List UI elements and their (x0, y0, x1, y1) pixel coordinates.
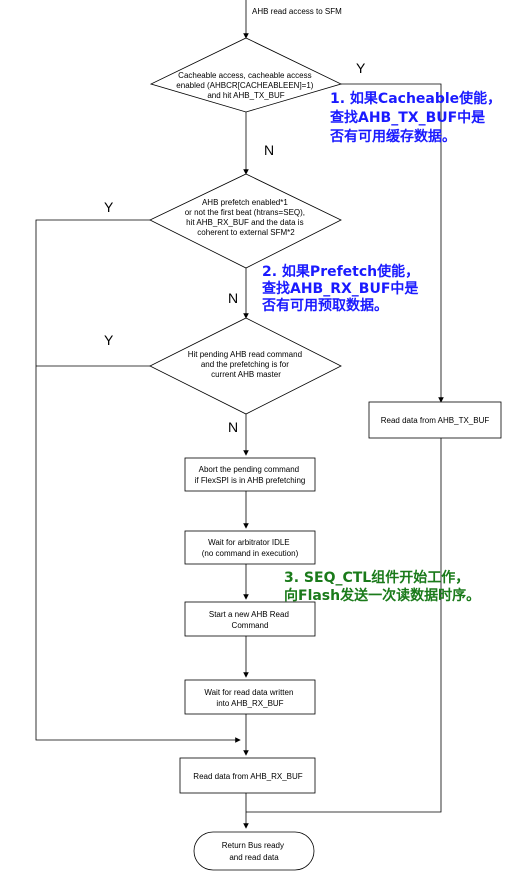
decision-prefetch-text: AHB prefetch enabled*1 or not the first … (185, 198, 308, 237)
decision-cacheable-shape (149, 37, 343, 113)
decision-pending-text: Hit pending AHB read command and the pre… (188, 350, 305, 379)
process-read-rxbuf: Read data from AHB_RX_BUF (179, 757, 316, 794)
decision-pending-yes-label: Y (104, 332, 114, 348)
process-read-rxbuf-text: Read data from AHB_RX_BUF (193, 772, 302, 781)
process-wait-data: Wait for read data written into AHB_RX_B… (184, 679, 316, 715)
note-cacheable: 1. 如果Cacheable使能， 查找AHB_TX_BUF中是 否有可用缓存数… (329, 90, 506, 145)
process-start-read: Start a new AHB Read Command (184, 601, 316, 637)
process-read-txbuf: Read data from AHB_TX_BUF (368, 401, 502, 439)
process-start-read-text: Start a new AHB Read Command (209, 610, 291, 630)
start-label: AHB read access to SFM (252, 7, 342, 16)
connectors (35, 0, 444, 829)
decision-cacheable-text: Cacheable access, cacheable access enabl… (176, 71, 315, 100)
process-read-rxbuf-box (179, 757, 316, 794)
decision-prefetch-no-label: N (228, 290, 238, 306)
process-wait-idle-text: Wait for arbitrator IDLE (no command in … (202, 538, 299, 558)
process-read-txbuf-text: Read data from AHB_TX_BUF (381, 416, 490, 425)
process-start-read-box (184, 601, 316, 637)
decision-prefetch-yes-label: Y (104, 199, 114, 215)
process-wait-data-text: Wait for read data written into AHB_RX_B… (204, 688, 295, 708)
decision-cacheable-no-label: N (264, 142, 274, 158)
arrow-d2-yes-to-rxbuf (35, 219, 241, 743)
terminal-return-box (193, 831, 315, 871)
decision-pending: Hit pending AHB read command and the pre… (149, 317, 342, 415)
process-wait-data-box (184, 679, 316, 715)
note-prefetch: 2. 如果Prefetch使能， 查找AHB_RX_BUF中是 否有可用预取数据… (261, 263, 424, 314)
process-wait-idle: Wait for arbitrator IDLE (no command in … (184, 530, 316, 565)
arrow-txbuf-to-terminal (246, 438, 442, 813)
process-read-txbuf-box (368, 401, 502, 439)
terminal-return: Return Bus ready and read data (193, 831, 315, 871)
process-abort: Abort the pending command if FlexSPI is … (184, 457, 316, 492)
terminal-return-text: Return Bus ready and read data (222, 841, 287, 862)
decision-cacheable-yes-label: Y (356, 60, 366, 76)
process-wait-idle-box (184, 530, 316, 565)
decision-pending-no-label: N (228, 419, 238, 435)
decision-prefetch-shape (149, 173, 342, 269)
process-abort-box (184, 457, 316, 492)
arrow-d1-yes-to-txbuf (341, 83, 444, 403)
process-abort-text: Abort the pending command if FlexSPI is … (195, 465, 306, 485)
note-seq-ctl: 3. SEQ_CTL组件开始工作， 向Flash发送一次读数据时序。 (284, 569, 480, 604)
decision-pending-shape (149, 317, 342, 415)
decision-cacheable: Cacheable access, cacheable access enabl… (149, 37, 343, 113)
decision-prefetch: AHB prefetch enabled*1 or not the first … (149, 173, 342, 269)
